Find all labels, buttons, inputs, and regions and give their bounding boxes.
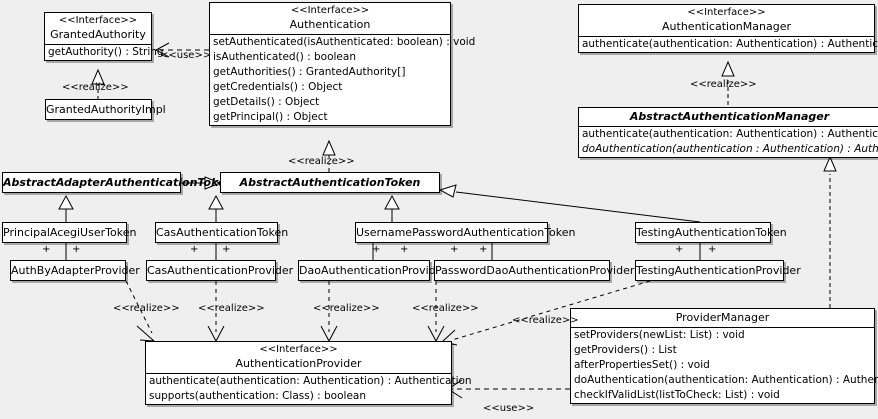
class-header: <<Interface>> GrantedAuthority	[45, 13, 151, 44]
class-principal-acegi-user-token[interactable]: PrincipalAcegiUserToken	[2, 222, 136, 243]
stereotype-label: <<Interface>>	[290, 5, 370, 16]
operation: getCredentials() : Object	[213, 81, 343, 93]
class-cas-authentication-provider[interactable]: CasAuthenticationProvider	[146, 260, 293, 281]
edge-label-realize-authentication-manager: <<realize>>	[690, 79, 757, 90]
multiplicity-plus: +	[479, 244, 488, 255]
stereotype-label: <<Interface>>	[58, 15, 138, 26]
operation: authenticate(authentication: Authenticat…	[582, 38, 878, 50]
class-password-dao-authentication-provider[interactable]: PasswordDaoAuthenticationProvider	[434, 260, 634, 281]
operations-compartment: authenticate(authentication: Authenticat…	[579, 126, 878, 157]
stereotype-label: <<Interface>>	[687, 7, 766, 18]
class-provider-manager[interactable]: ProviderManager setProviders(newList: Li…	[570, 308, 878, 404]
edge-label-realize-password-dao-provider: <<realize>>	[412, 303, 479, 314]
operations-compartment: setAuthenticated(isAuthenticated: boolea…	[210, 34, 476, 125]
stereotype-label: <<Interface>>	[259, 344, 338, 355]
multiplicity-plus: +	[42, 244, 51, 255]
edge-label-use-provider-manager: <<use>>	[483, 403, 535, 414]
class-granted-authority[interactable]: <<Interface>> GrantedAuthority getAuthor…	[44, 12, 164, 61]
operation: getDetails() : Object	[213, 96, 320, 108]
multiplicity-plus: +	[400, 244, 409, 255]
edge-label-realize-authentication-token: <<realize>>	[288, 156, 355, 167]
class-testing-authentication-provider[interactable]: TestingAuthenticationProvider	[635, 260, 801, 281]
class-auth-by-adapter-provider[interactable]: AuthByAdapterProvider	[10, 260, 140, 281]
operation: supports(authentication: Class) : boolea…	[149, 390, 366, 402]
class-name: AuthenticationProvider	[235, 357, 362, 370]
class-name: AuthenticationManager	[662, 20, 791, 33]
class-abstract-adapter-authentication-token[interactable]: AbstractAdapterAuthenticationToken	[2, 172, 233, 193]
operation: doAuthentication(authentication : Authen…	[582, 143, 878, 155]
class-header: AbstractAuthenticationManager	[579, 108, 878, 126]
operations-compartment: authenticate(authentication: Authenticat…	[579, 36, 878, 52]
operation: getAuthorities() : GrantedAuthority[]	[213, 66, 406, 78]
operation: checkIfValidList(listToCheck: List) : vo…	[574, 389, 780, 401]
class-header: <<Interface>> Authentication	[210, 3, 450, 34]
operation: getAuthority() : String	[48, 46, 164, 58]
class-testing-authentication-token[interactable]: TestingAuthenticationToken	[635, 222, 787, 243]
multiplicity-plus: +	[372, 244, 381, 255]
class-name: Authentication	[289, 18, 371, 31]
operation: getProviders() : List	[574, 344, 677, 356]
multiplicity-plus: +	[450, 244, 459, 255]
class-granted-authority-impl[interactable]: GrantedAuthorityImpl	[45, 99, 166, 120]
class-header: <<Interface>> AuthenticationManager	[579, 5, 874, 36]
multiplicity-plus: +	[222, 244, 231, 255]
edge-label-realize-granted-authority: <<realize>>	[62, 82, 129, 93]
class-abstract-authentication-token[interactable]: AbstractAuthenticationToken	[220, 172, 440, 193]
class-dao-authentication-provider[interactable]: DaoAuthenticationProvider	[298, 260, 447, 281]
operations-compartment: setProviders(newList: List) : void getPr…	[571, 327, 878, 403]
operation: authenticate(authentication: Authenticat…	[582, 128, 878, 140]
class-header: ProviderManager	[571, 309, 874, 327]
operation: setProviders(newList: List) : void	[574, 329, 745, 341]
operations-compartment: getAuthority() : String	[45, 44, 164, 60]
operation: getPrincipal() : Object	[213, 111, 328, 123]
multiplicity-plus: +	[708, 244, 717, 255]
class-abstract-authentication-manager[interactable]: AbstractAuthenticationManager authentica…	[578, 107, 878, 158]
edge-label-realize-dao-provider: <<realize>>	[313, 303, 380, 314]
class-authentication-provider[interactable]: <<Interface>> AuthenticationProvider aut…	[145, 341, 472, 405]
operation: authenticate(authentication: Authenticat…	[149, 375, 472, 387]
class-username-password-authentication-token[interactable]: UsernamePasswordAuthenticationToken	[355, 222, 576, 243]
operations-compartment: authenticate(authentication: Authenticat…	[146, 373, 472, 404]
class-authentication-manager[interactable]: <<Interface>> AuthenticationManager auth…	[578, 4, 878, 53]
operation: setAuthenticated(isAuthenticated: boolea…	[213, 36, 476, 48]
edge-label-realize-cas-provider: <<realize>>	[198, 303, 265, 314]
class-header: <<Interface>> AuthenticationProvider	[146, 342, 451, 373]
class-name: GrantedAuthority	[50, 28, 146, 41]
class-name: AbstractAuthenticationManager	[629, 110, 830, 123]
class-name: ProviderManager	[675, 311, 770, 324]
multiplicity-plus: +	[190, 244, 199, 255]
multiplicity-plus: +	[72, 244, 81, 255]
class-authentication[interactable]: <<Interface>> Authentication setAuthenti…	[209, 2, 476, 126]
class-cas-authentication-token[interactable]: CasAuthenticationToken	[155, 222, 288, 243]
operation: doAuthentication(authentication: Authent…	[574, 374, 878, 386]
edge-label-use-granted-authority: <<use>>	[160, 50, 212, 61]
edge-label-realize-provider-manager: <<realize>>	[512, 315, 579, 326]
operation: isAuthenticated() : boolean	[213, 51, 356, 63]
multiplicity-plus: +	[675, 244, 684, 255]
operation: afterPropertiesSet() : void	[574, 359, 710, 371]
edge-label-realize-auth-by-adapter: <<realize>>	[113, 303, 180, 314]
